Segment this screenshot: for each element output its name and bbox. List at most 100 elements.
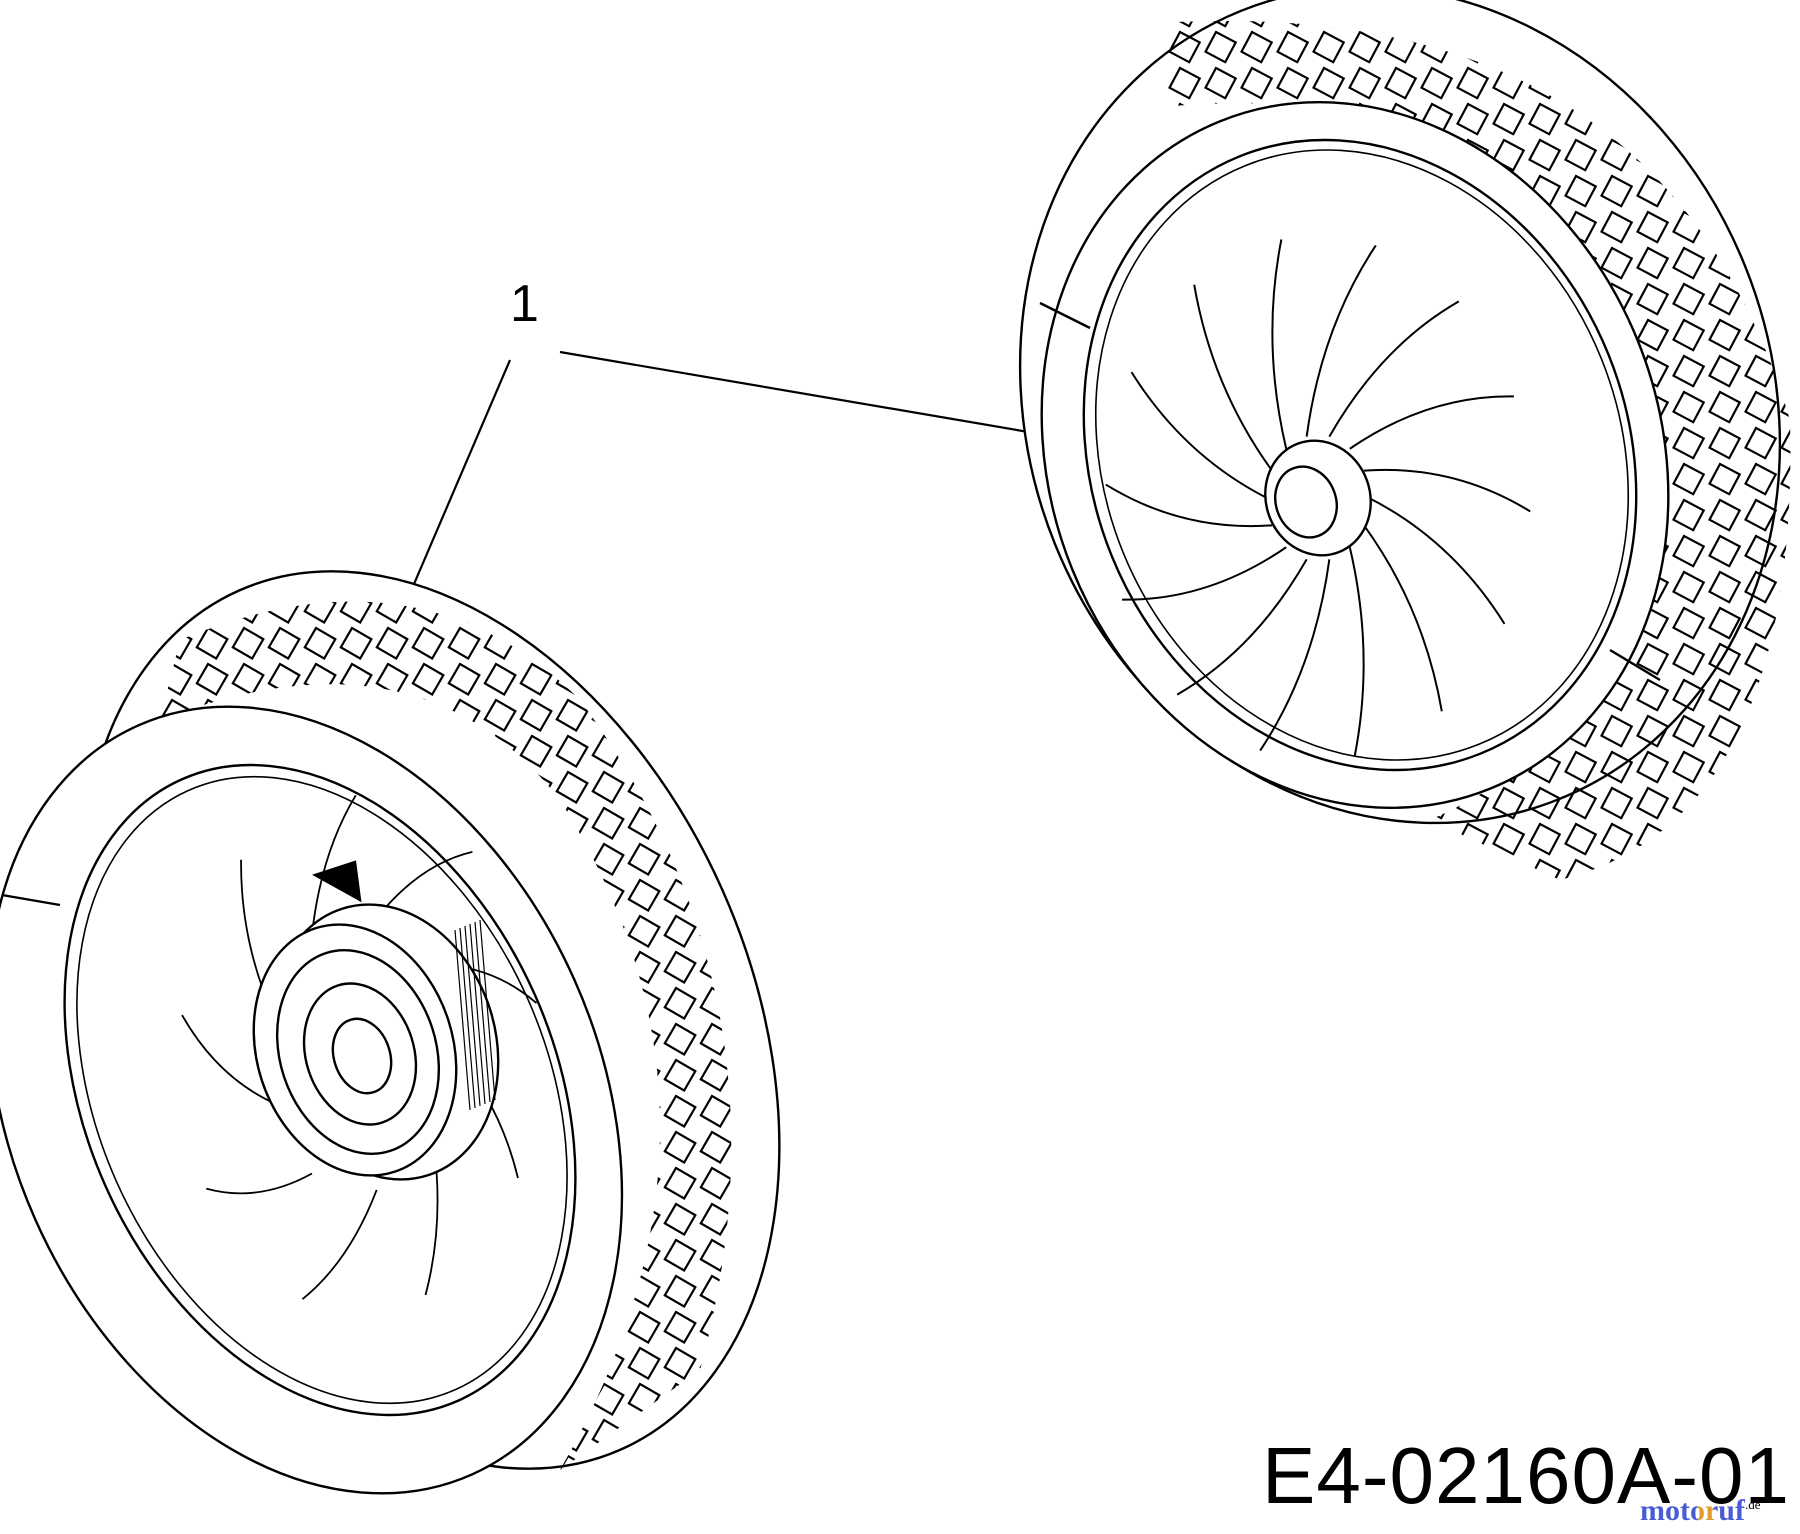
tread-block <box>449 520 479 550</box>
tread-block <box>665 556 695 586</box>
tread-block <box>269 1492 299 1522</box>
tread-block <box>1168 750 1202 784</box>
tread-block <box>1600 30 1634 64</box>
tread-block <box>1204 66 1238 100</box>
tread-block <box>1528 20 1562 28</box>
tread-block <box>1204 858 1238 880</box>
tread-block <box>233 520 263 550</box>
tread-block <box>663 1418 697 1452</box>
tread-block <box>663 1274 697 1308</box>
tread-block <box>1744 138 1778 172</box>
tread-block <box>1638 896 1668 926</box>
tread-block <box>1170 932 1200 962</box>
tread-block <box>1240 858 1274 880</box>
tread-block <box>809 916 839 946</box>
tread-block <box>845 520 875 550</box>
tread-block <box>1206 932 1236 962</box>
tread-block <box>773 736 803 766</box>
tread-block <box>1240 822 1274 856</box>
tread-block <box>447 662 481 696</box>
spoke <box>1305 244 1377 437</box>
spoke <box>301 1189 378 1300</box>
tread-block <box>1744 354 1778 388</box>
tread-block <box>125 556 155 586</box>
tread-block <box>519 601 553 624</box>
tread-block <box>1240 30 1274 64</box>
tread-block <box>773 556 803 586</box>
tread-block <box>845 1240 875 1270</box>
tread-block <box>845 844 875 874</box>
tread-block <box>231 662 265 696</box>
tread-block <box>1672 246 1706 280</box>
tread-block <box>809 1240 839 1270</box>
tread-block <box>773 772 803 802</box>
tread-block <box>1780 390 1791 424</box>
tread-block <box>845 1168 875 1198</box>
tread-block <box>1780 786 1791 820</box>
tread-block <box>1278 896 1308 926</box>
tread-block <box>809 880 839 910</box>
tread-block <box>1204 20 1238 28</box>
tread-block <box>663 1166 697 1200</box>
tread-block <box>1602 896 1632 926</box>
tread-block <box>1710 896 1740 926</box>
tread-block <box>1672 66 1706 100</box>
tread-block <box>1780 822 1791 856</box>
tread-block <box>1708 858 1742 880</box>
tread-block <box>1600 750 1634 784</box>
tread-block <box>737 1492 767 1522</box>
tread-block <box>1312 66 1346 100</box>
tread-block <box>1672 426 1706 460</box>
tread-block <box>1672 20 1706 28</box>
tread-block <box>1494 896 1524 926</box>
tread-block <box>1672 462 1706 496</box>
tread-block <box>1780 20 1791 28</box>
tread-block <box>197 1492 227 1522</box>
tread-block <box>1744 786 1778 820</box>
tread-block <box>737 520 767 550</box>
tread-block <box>341 520 371 550</box>
tread-block <box>773 1492 803 1522</box>
tread-block <box>699 734 732 768</box>
tread-block <box>1744 102 1778 136</box>
tread-block <box>663 1094 697 1128</box>
tread-block <box>737 1420 767 1450</box>
tread-block <box>1780 606 1791 640</box>
tread-block <box>845 700 875 730</box>
tread-block <box>1672 354 1706 388</box>
tread-block <box>701 1492 731 1522</box>
tread-block <box>413 1492 443 1522</box>
tread-block <box>1600 210 1634 244</box>
tread-block <box>629 520 659 550</box>
tread-block <box>555 601 589 624</box>
tread-block <box>1708 390 1742 424</box>
tread-block <box>89 556 119 586</box>
tread-block <box>519 662 553 696</box>
tread-block <box>1744 20 1778 28</box>
tread-block <box>1672 30 1706 64</box>
tread-block <box>485 1492 515 1522</box>
tread-block <box>591 626 625 660</box>
tread-block <box>1528 822 1562 856</box>
tread-block <box>161 520 191 550</box>
tread-block <box>1780 498 1791 532</box>
tread-block <box>699 662 732 696</box>
tread-block <box>1708 714 1742 748</box>
tread-block <box>663 1310 697 1344</box>
tread-block <box>809 1132 839 1162</box>
tread-block <box>1672 750 1706 784</box>
tread-block <box>809 1168 839 1198</box>
tread-block <box>737 1384 767 1414</box>
tread-block <box>809 1456 839 1486</box>
tread-block <box>1636 66 1670 100</box>
hub-notch-left <box>312 860 362 903</box>
tread-block <box>160 1418 193 1452</box>
tread-block <box>1384 66 1418 100</box>
tread-block <box>699 1094 732 1128</box>
tread-block <box>809 1492 839 1522</box>
tread-block <box>1168 20 1202 28</box>
tread-block <box>555 626 589 660</box>
tread-block <box>1242 896 1272 926</box>
tread-block <box>1672 714 1706 748</box>
tread-block <box>1708 282 1742 316</box>
